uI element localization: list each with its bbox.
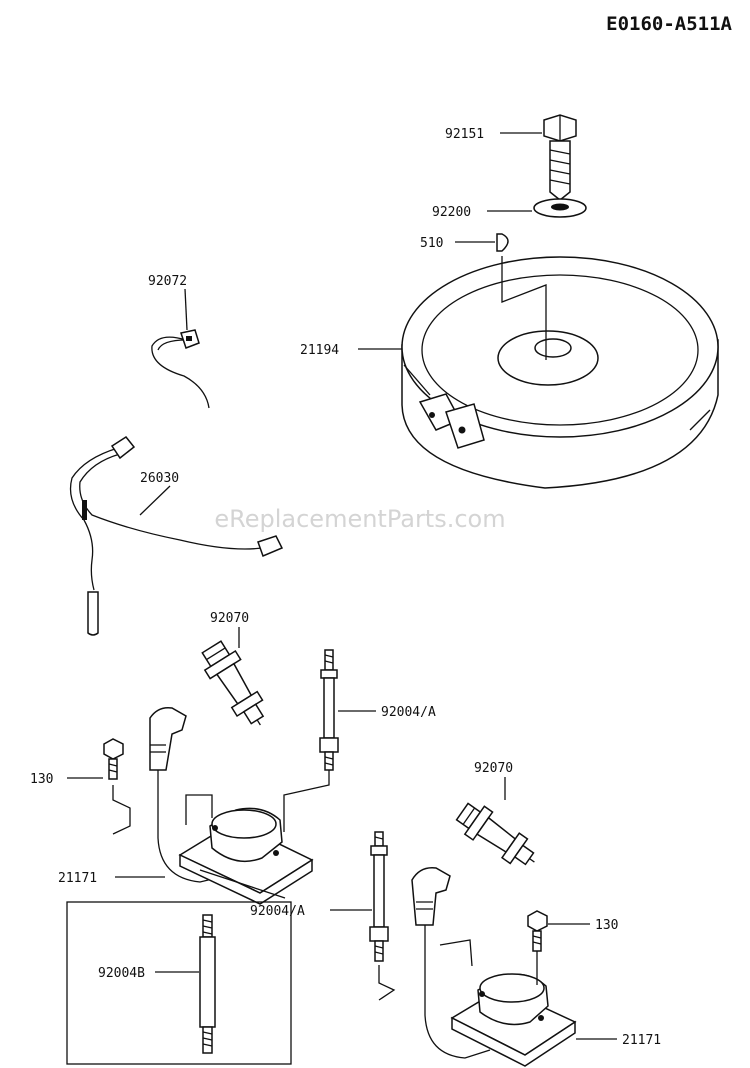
- label-92004b: 92004B: [98, 966, 145, 981]
- watermark: eReplacementParts.com: [214, 505, 505, 533]
- stud-top[interactable]: [319, 649, 339, 771]
- label-92070-top: 92070: [210, 611, 249, 626]
- label-21171-left: 21171: [58, 871, 97, 886]
- label-21194: 21194: [300, 343, 339, 358]
- woodruff-key[interactable]: [496, 233, 509, 252]
- flywheel-magnet: [418, 393, 485, 449]
- label-92151: 92151: [445, 127, 484, 142]
- coil-right-bracket: [439, 939, 473, 967]
- label-26030: 26030: [140, 471, 179, 486]
- ignition-coil-right[interactable]: [411, 867, 577, 1067]
- stud-top-alignment: [283, 770, 330, 832]
- label-21171-right: 21171: [622, 1033, 661, 1048]
- label-130-right: 130: [595, 918, 618, 933]
- stud-bottom-alignment: [378, 965, 396, 1001]
- label-130-left: 130: [30, 772, 53, 787]
- label-92004a-bottom: 92004/A: [250, 904, 305, 919]
- stud-bottom[interactable]: [369, 831, 389, 962]
- diagram-code: E0160-A511A: [606, 13, 732, 35]
- label-92070-right: 92070: [474, 761, 513, 776]
- screw-left[interactable]: [103, 738, 124, 780]
- screw-right[interactable]: [527, 910, 548, 985]
- flywheel[interactable]: [401, 256, 719, 489]
- screw-left-alignment: [112, 785, 131, 835]
- ground-wire[interactable]: [151, 329, 210, 409]
- flywheel-bolt[interactable]: [543, 114, 577, 201]
- stud-92004b[interactable]: [199, 914, 216, 1054]
- leader-lines: [67, 132, 617, 1040]
- coil-left-bracket: [185, 794, 213, 825]
- wiring-harness[interactable]: [69, 436, 284, 636]
- label-510: 510: [420, 236, 443, 251]
- label-92200: 92200: [432, 205, 471, 220]
- inset-box: [66, 901, 292, 1065]
- ignition-coil-left[interactable]: [149, 706, 314, 905]
- label-92072: 92072: [148, 274, 187, 289]
- spark-plug-right[interactable]: [453, 798, 545, 876]
- washer[interactable]: [533, 198, 587, 218]
- spark-plug-top[interactable]: [196, 637, 275, 734]
- label-92004a-top: 92004/A: [381, 705, 436, 720]
